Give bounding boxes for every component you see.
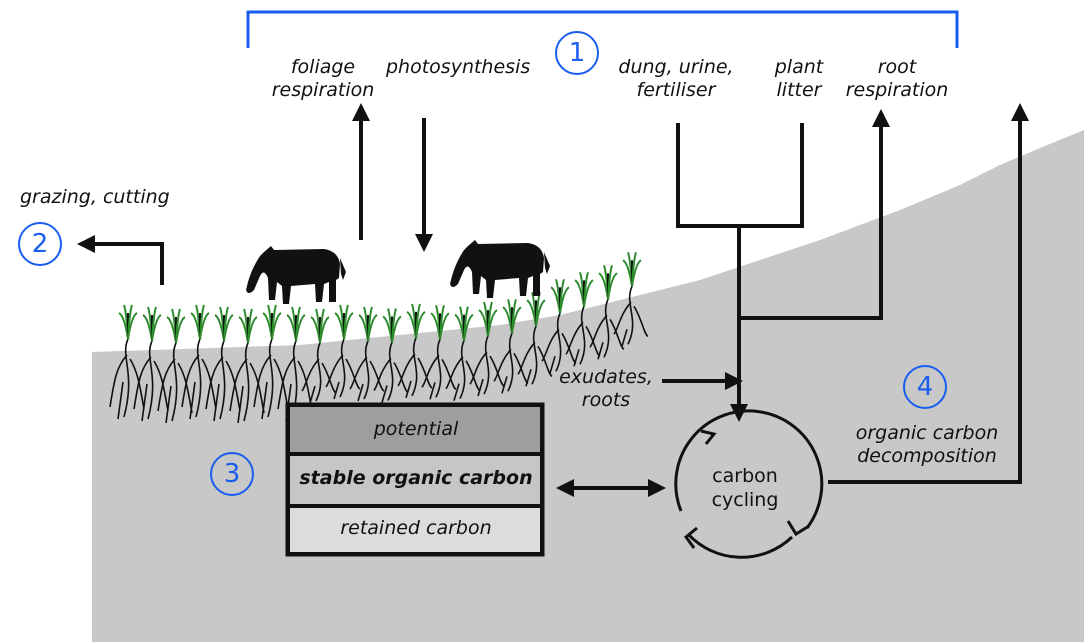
cow-1 — [246, 246, 346, 304]
root-system — [181, 338, 217, 420]
grass-blade — [175, 316, 186, 344]
root-system — [229, 342, 265, 424]
step-3-badge: 3 — [210, 452, 254, 496]
label-line: carbon — [712, 465, 778, 487]
grazing-cutting-label: grazing, cutting — [20, 186, 170, 208]
organic-carbon-decomposition-label: organic carbon decomposition — [842, 422, 1012, 468]
grass-blade — [343, 312, 354, 340]
decomposition-arrow — [828, 103, 1029, 484]
grass-blade — [319, 316, 330, 344]
step-2-badge: 2 — [18, 222, 62, 266]
label-line: respiration — [845, 79, 949, 101]
foliage-respiration-label: foliage respiration — [258, 56, 388, 102]
grazing-arrow — [77, 235, 164, 285]
grass-blade — [391, 315, 402, 343]
root-system — [277, 340, 313, 422]
grass-blade — [607, 272, 618, 300]
root-system — [253, 338, 289, 420]
root-system — [301, 342, 337, 404]
dung-litter-connector — [676, 123, 804, 228]
root-system — [157, 342, 193, 424]
grass-blade — [367, 314, 378, 342]
grass-blade — [559, 286, 570, 314]
grass-blade — [223, 314, 234, 342]
carbon-pool-box — [285, 402, 545, 557]
root-system — [589, 298, 625, 360]
grass-blade — [415, 311, 426, 339]
grass-roots — [109, 285, 649, 424]
root-system — [205, 340, 241, 422]
grass-blade — [439, 312, 450, 340]
stable-organic-carbon-label: stable organic carbon — [299, 467, 533, 489]
root-system — [517, 325, 553, 387]
label-line: litter — [776, 79, 822, 101]
grass-blade — [151, 314, 162, 342]
bracket-1 — [246, 10, 959, 48]
label-line: respiration — [271, 79, 375, 101]
plant-litter-label: plant litter — [764, 56, 834, 102]
grass-blade — [295, 314, 306, 342]
grass-blade — [199, 312, 210, 340]
exudates-roots-label: exudates, roots — [556, 366, 656, 412]
grass-blade — [535, 299, 546, 327]
photosynthesis-label: photosynthesis — [386, 56, 531, 78]
label-line: fertiliser — [636, 79, 716, 101]
dung-urine-fertiliser-label: dung, urine, fertiliser — [606, 56, 746, 102]
root-system — [373, 342, 409, 403]
root-system — [493, 332, 529, 394]
root-system — [421, 338, 457, 400]
grass-blade — [247, 316, 258, 344]
label-line: root — [877, 56, 917, 78]
retained-carbon-label: retained carbon — [340, 517, 492, 539]
root-system — [613, 285, 649, 347]
root-system — [397, 337, 433, 399]
step-4-badge: 4 — [903, 365, 947, 409]
root-system — [541, 312, 577, 374]
grass-blade — [463, 313, 474, 341]
label-line: roots — [581, 389, 631, 411]
root-system — [565, 305, 601, 367]
potential-carbon-label: potential — [373, 418, 459, 440]
label-line: decomposition — [857, 445, 997, 467]
root-respiration-arrow — [739, 109, 890, 320]
step-1-badge: 1 — [555, 31, 599, 75]
label-line: exudates, — [559, 366, 653, 388]
label-line: foliage — [290, 56, 356, 78]
label-line: cycling — [711, 489, 779, 511]
label-line: organic carbon — [855, 422, 999, 444]
label-line: dung, urine, — [618, 56, 734, 78]
grass-blade — [511, 306, 522, 334]
grass-blade — [487, 309, 498, 337]
root-respiration-label: root respiration — [842, 56, 952, 102]
root-system — [109, 338, 145, 420]
root-system — [349, 340, 385, 402]
grass-blade — [631, 259, 642, 287]
cow-2 — [450, 240, 550, 298]
grass-blade — [127, 312, 138, 340]
grass-blade — [271, 312, 282, 340]
root-system — [445, 340, 481, 401]
label-line: plant — [774, 56, 824, 78]
carbon-cycling-loop — [674, 409, 824, 559]
carbon-cycling-label: carbon cycling — [700, 464, 790, 512]
root-system — [325, 338, 361, 400]
grass-blades — [118, 251, 642, 344]
root-system — [133, 340, 169, 422]
root-system — [469, 335, 505, 397]
grass-blade — [583, 279, 594, 307]
